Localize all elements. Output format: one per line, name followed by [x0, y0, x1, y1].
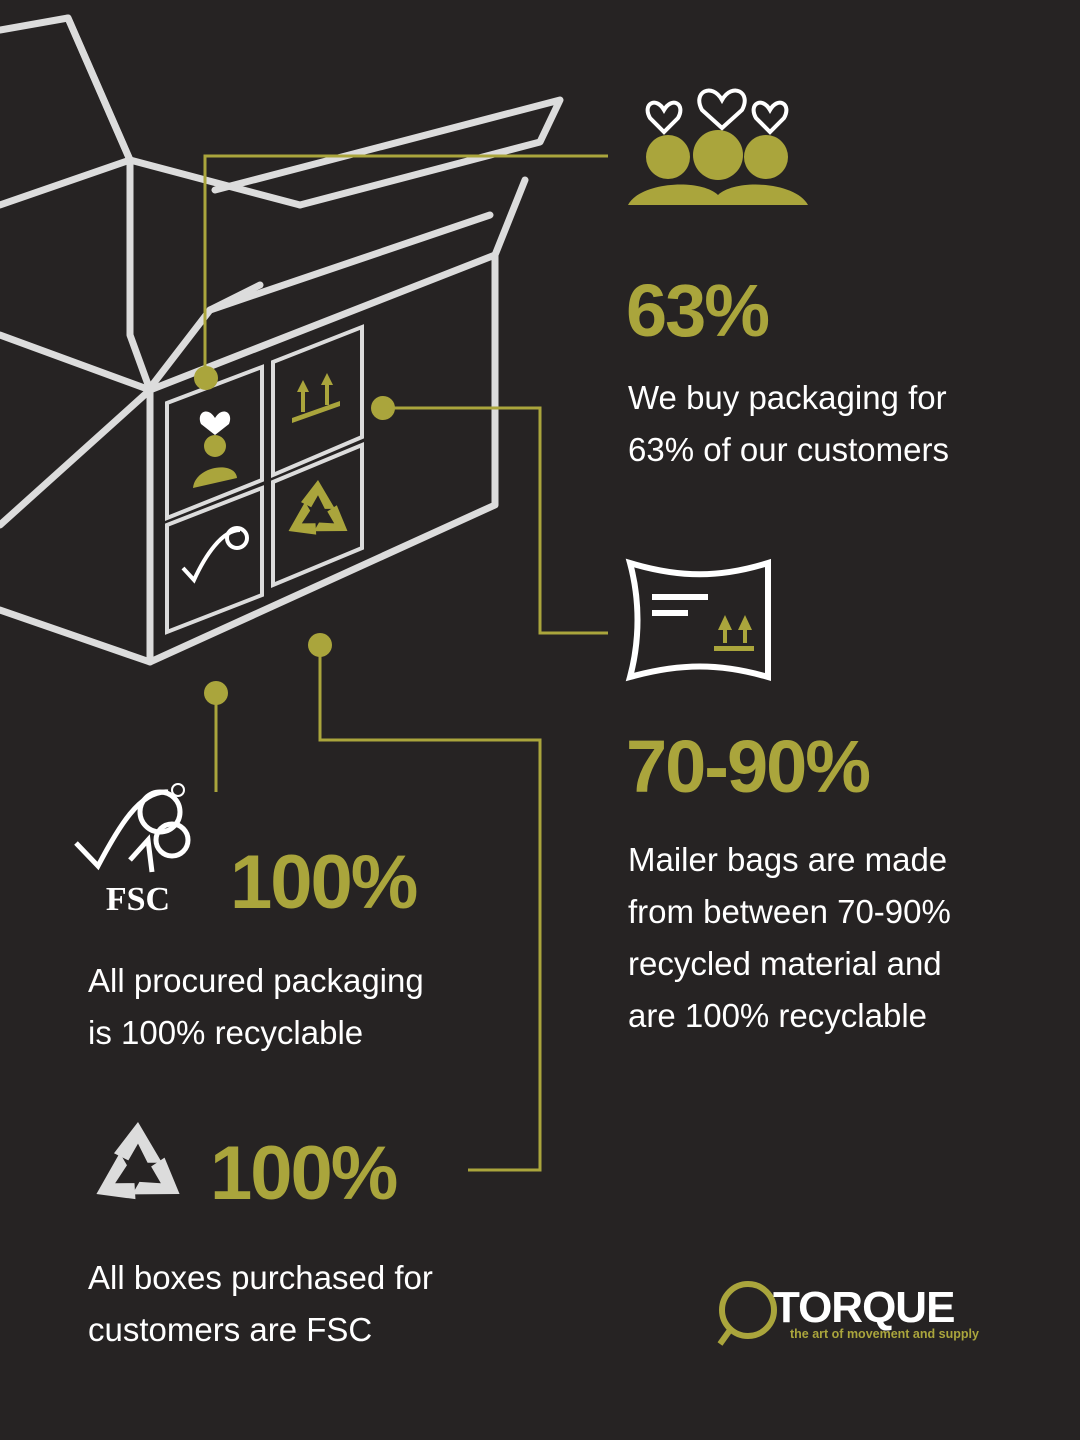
this-way-up-arrows-icon — [292, 373, 340, 423]
stat-desc-mailer: Mailer bags are made from between 70-90%… — [628, 834, 951, 1042]
stat-value-fsc: 100% — [230, 840, 418, 925]
desc-line: All procured packaging — [88, 962, 424, 999]
happy-customers-icon — [628, 88, 808, 205]
desc-line: are 100% recyclable — [628, 997, 927, 1034]
connector-lines — [203, 154, 608, 1172]
desc-line: 63% of our customers — [628, 431, 949, 468]
brand-name: TORQUE — [773, 1283, 955, 1332]
desc-line: is 100% recyclable — [88, 1014, 364, 1051]
torque-ring-logo-icon — [717, 1281, 777, 1346]
fsc-tree-icon: FSC — [74, 783, 191, 918]
desc-line: All boxes purchased for — [88, 1259, 433, 1296]
stat-desc-fsc: All procured packaging is 100% recyclabl… — [88, 955, 424, 1059]
desc-line: recycled material and — [628, 945, 942, 982]
open-box-illustration — [0, 14, 564, 666]
fsc-label: FSC — [106, 881, 170, 918]
stat-value-customers: 63% — [626, 269, 770, 352]
stat-desc-customers: We buy packaging for 63% of our customer… — [628, 372, 949, 476]
recycle-icon — [84, 1122, 192, 1215]
brand-tagline: the art of movement and supply — [790, 1327, 979, 1341]
recycle-icon — [280, 480, 356, 546]
desc-line: from between 70-90% — [628, 893, 951, 930]
box-label-panels — [165, 324, 364, 635]
fsc-tree-icon — [181, 526, 249, 584]
desc-line: Mailer bags are made — [628, 841, 948, 878]
stat-desc-recycle: All boxes purchased for customers are FS… — [88, 1252, 433, 1356]
mailer-bag-icon — [625, 558, 771, 682]
stat-value-mailer: 70-90% — [626, 725, 871, 808]
connector-dots — [194, 366, 395, 705]
stat-value-recycle: 100% — [210, 1131, 398, 1216]
heart-person-icon — [193, 411, 237, 488]
desc-line: customers are FSC — [88, 1311, 373, 1348]
desc-line: We buy packaging for — [628, 379, 947, 416]
